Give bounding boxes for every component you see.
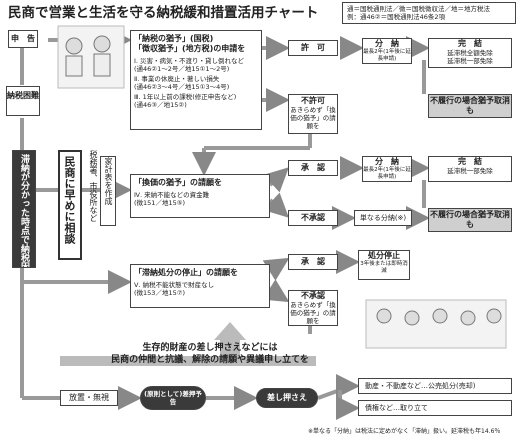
stop-result-note: 3年後または即時消滅 [360,261,408,274]
exchange-heading: 「換価の猶予」の請願を [134,178,222,187]
complete-2-box: 完 結 延滞税一部免除 [428,156,512,182]
banner-line-2: 民商の仲間と抗議、解除の請願や異議申し立てを [111,355,309,365]
grant-heading-2: 「徴収猶予」(地方税)の申請を [134,44,246,53]
grant-item-1b: (通46②1～2号／地15①1～2号) [134,65,230,73]
legend-notes: 通＝国税通則法／徴＝国税徴収法／地＝地方税法 例：通46②＝国税通則法46条2項 [342,2,516,24]
consult-side-2: 家計表を作成 [100,156,116,226]
stop-result-label: 処分停止 [368,251,400,260]
footnote: ※単なる「分納」は税法に定めがなく「滞納」扱い。延滞税も年14.6％ [308,428,501,435]
protest-illustration-icon [365,299,507,349]
reject-3-label: 不承認 [301,291,325,300]
people-illustration-icon [57,25,125,89]
approve-2-box: 承 認 [288,160,338,176]
page-title: 民商で営業と生活を守る納税緩和措置活用チャート [8,5,319,21]
complete-2-note: 延滞税一部免除 [447,167,493,175]
consult-side-1: 税務署、市役所など [89,150,98,222]
grant-item-2: Ⅱ. 事業の休廃止・著しい損失 [134,75,220,83]
nopermit-note: あきらめず「換価の猶予」の請願を [290,106,336,130]
notice-box: (原則として)差押予告 [140,386,206,410]
nopermit-label: 不許可 [301,96,325,105]
filing-box: 申 告 [8,30,38,48]
stop-heading: 「滞納処分の停止」の請願を [134,268,238,277]
grant-request-box: 「納税の猶予」(国税) 「徴収猶予」(地方税)の申請を Ⅰ. 災害・病気・不渡り… [130,30,262,130]
arrears-box: 納税困難 [6,86,40,116]
complete-1-note: 延滞税全額免除 延滞税一部免除 [447,49,493,65]
seizure-box: 差し押さえ [256,388,318,408]
exchange-request-box: 「換価の猶予」の請願を Ⅳ. 来納不能などの資金難 (徴151／地15⑤) [130,174,270,218]
complete-1-box: 完 結 延滞税全額免除 延滞税一部免除 [428,38,512,68]
permit-box: 許 可 [288,40,338,56]
banner-line-1: 生存的財産の差し押さえなどには [142,343,278,353]
installment-2-label: 分 納 [375,157,399,166]
installment-2-note: 最長2年(1年後に延長申請) [363,167,411,180]
stop-result-box: 処分停止 3年後または即時消滅 [358,250,410,280]
exchange-item: Ⅳ. 来納不能などの資金難 [134,191,210,199]
grant-item-3: Ⅲ. 1年以上前の課税(修正申告など) [134,93,237,101]
reject-2-box: 不承認 [288,210,338,226]
default-1-box: 不履行の場合猶予取消も [428,94,512,118]
grant-heading-1: 「納税の猶予」(国税) [134,34,214,43]
legend-line-2: 例：通46②＝国税通則法46条2項 [347,13,446,21]
stop-request-box: 「滞納処分の停止」の請願を Ⅴ. 納税不能状態で財産なし (徴153／地15⑦) [130,264,270,308]
seize-1-box: 動産・不動産など…公売処分(売却) [358,378,512,394]
consult-box: 民商に早めに相談 [58,150,82,260]
exchange-item-b: (徴151／地15⑤) [134,199,186,207]
complete-2-label: 完 結 [458,157,482,166]
installment-1-note: 最長2年(1年後に延長申請) [363,49,411,62]
grant-item-2b: (通46②3～4号／地15①3～4号) [134,83,230,91]
nopermit-box: 不許可 あきらめず「換価の猶予」の請願を [288,94,338,134]
reject-3-box: 不承認 あきらめず「換価の猶予」の請願を [288,290,338,326]
installment-2-box: 分 納 最長2年(1年後に延長申請) [362,156,412,182]
hardship-box: 滞納が分かった時点で納税困難 [12,150,36,268]
installment-1-box: 分 納 最長2年(1年後に延長申請) [362,38,412,64]
stop-item-b: (徴153／地15⑦) [134,289,186,297]
neglect-box: 放置・無視 [60,390,118,406]
default-2-box: 不履行の場合猶予取消も [428,208,512,232]
installment-no-box: 単なる分納(※) [354,210,412,226]
approve-3-box: 承 認 [288,254,338,270]
installment-1-label: 分 納 [375,39,399,48]
reject-3-note: あきらめず「換価の猶予」の請願を [290,301,336,325]
grant-item-1: Ⅰ. 災害・病気・不渡り・貸し倒れなど [134,57,245,65]
stop-item: Ⅴ. 納税不能状態で財産なし [134,281,215,289]
grant-item-3b: (通46③／地15②) [134,101,187,109]
legend-line-1: 通＝国税通則法／徴＝国税徴収法／地＝地方税法 [347,5,490,13]
seize-2-box: 債権など…取り立て [358,400,512,416]
complete-1-label: 完 結 [458,39,482,48]
